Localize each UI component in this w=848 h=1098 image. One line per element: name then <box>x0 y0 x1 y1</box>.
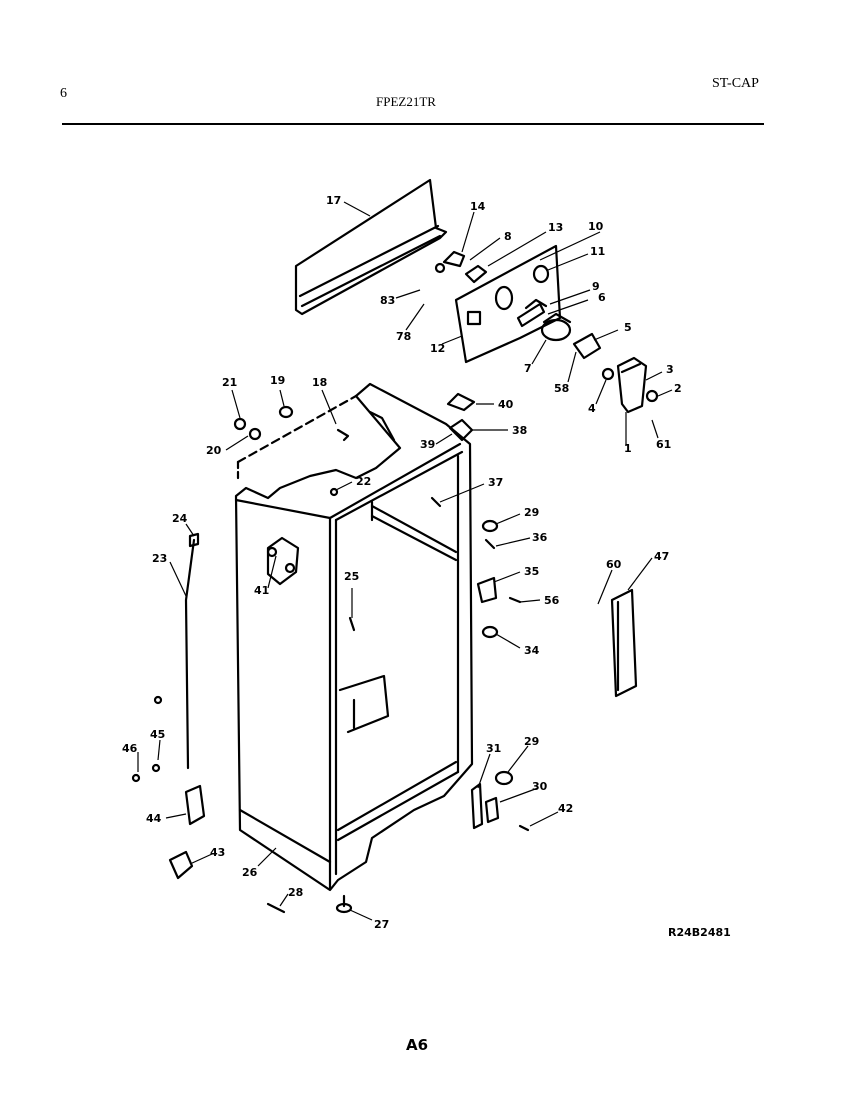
part-label: 58 <box>554 382 569 395</box>
part-label: 31 <box>486 742 501 755</box>
part-label: 13 <box>548 221 563 234</box>
part-label: 78 <box>396 330 411 343</box>
hinge-rod <box>184 538 196 770</box>
part-label: 25 <box>344 570 359 583</box>
part-label: 29 <box>524 735 539 748</box>
part-label: 26 <box>242 866 258 879</box>
part-label: 45 <box>150 728 165 741</box>
part-label: 22 <box>356 475 371 488</box>
top-trim-panel <box>294 178 448 316</box>
shelf-bracket <box>610 588 638 698</box>
section-code: ST-CAP <box>712 76 759 91</box>
part-label: 42 <box>558 802 573 815</box>
part-label: 23 <box>152 552 167 565</box>
page-code: A6 <box>406 1036 429 1054</box>
part-label: 37 <box>488 476 503 489</box>
part-label: 2 <box>674 382 682 395</box>
part-label: 41 <box>254 584 269 597</box>
control-knob <box>540 318 572 342</box>
part-label: 18 <box>312 376 327 389</box>
part-label: 5 <box>624 321 632 334</box>
part-label: 39 <box>420 438 435 451</box>
part-label: 30 <box>532 780 548 793</box>
part-label: 17 <box>326 194 341 207</box>
clip-14 <box>442 250 466 268</box>
part-label: 38 <box>512 424 527 437</box>
part-label: 21 <box>222 376 237 389</box>
part-label: 46 <box>122 742 138 755</box>
control-housing <box>616 356 648 414</box>
part-label: 6 <box>598 291 606 304</box>
model-number: FPEZ21TR <box>376 94 436 109</box>
leveling-foot <box>168 850 194 880</box>
part-label: 44 <box>146 812 162 825</box>
door-stop <box>184 784 206 826</box>
part-label: 43 <box>210 846 225 859</box>
part-label: 11 <box>590 245 605 258</box>
control-panel <box>454 244 562 364</box>
clip-13 <box>464 264 488 284</box>
part-label: 56 <box>544 594 560 607</box>
part-label: 34 <box>524 644 540 657</box>
part-label: 12 <box>430 342 445 355</box>
part-label: 35 <box>524 565 539 578</box>
part-label: 10 <box>588 220 604 233</box>
part-label: 36 <box>532 531 548 544</box>
part-label: 27 <box>374 918 389 931</box>
cabinet-shell <box>234 382 474 892</box>
part-label: 9 <box>592 280 600 293</box>
part-label: 7 <box>524 362 532 375</box>
page-number: 6 <box>60 86 67 101</box>
part-label: 14 <box>470 200 486 213</box>
header-rule <box>62 123 764 125</box>
part-label: 60 <box>606 558 622 571</box>
part-label: 20 <box>206 444 222 457</box>
diagram-reference-code: R24B2481 <box>668 926 731 939</box>
part-label: 1 <box>624 442 632 455</box>
part-label: 24 <box>172 512 188 525</box>
part-label: 4 <box>588 402 596 415</box>
part-number-labels: 17 14 8 13 10 11 9 6 5 83 78 12 7 58 3 4… <box>122 194 682 931</box>
part-label: 29 <box>524 506 539 519</box>
part-label: 47 <box>654 550 669 563</box>
lower-hinge <box>470 782 484 830</box>
part-label: 8 <box>504 230 512 243</box>
part-label: 40 <box>498 398 514 411</box>
part-label: 61 <box>656 438 671 451</box>
part-label: 83 <box>380 294 395 307</box>
part-label: 28 <box>288 886 303 899</box>
hinge-cover <box>446 392 476 412</box>
part-label: 19 <box>270 374 285 387</box>
part-label: 3 <box>666 363 674 376</box>
